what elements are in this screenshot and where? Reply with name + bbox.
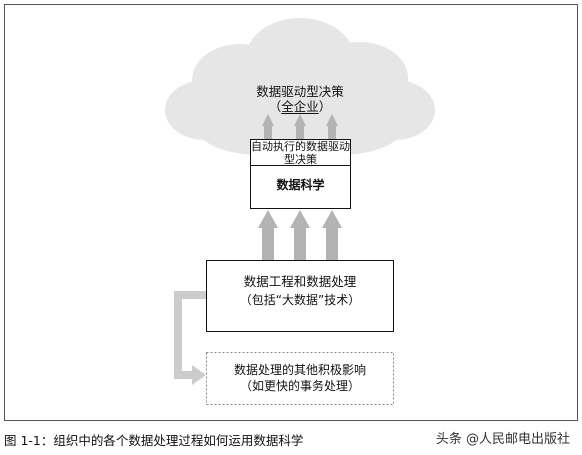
data-science-label: 数据科学 [276,178,325,192]
arrows-to-data-science [258,210,342,260]
figure-caption: 图 1-1：组织中的各个数据处理过程如何运用数据科学 [4,433,304,448]
impact-box [206,352,394,405]
impact-subtitle: （如更快的事务处理） [239,379,360,393]
impact-title: 数据处理的其他积极影响 [233,363,366,377]
automated-decisions-label: 自动执行的数据驱动型决策 [251,140,350,167]
cloud-title: 数据驱动型决策 [256,84,344,99]
cloud-subtitle-close: ） [318,99,332,114]
data-science-box [250,139,351,209]
side-arrow [174,291,206,385]
data-engineering-subtitle: （包括“大数据”技术） [239,293,361,307]
arrows-to-cloud [262,114,338,140]
data-engineering-title: 数据工程和数据处理 [243,274,357,289]
data-engineering-box [206,260,394,332]
cloud-subtitle-open: （ [268,99,282,114]
cloud-subtitle-text: 全企业 [281,99,319,114]
figure-frame [4,4,578,421]
cloud-subtitle: （全企业） [200,99,400,115]
watermark: 头条 @人民邮电出版社 [435,432,570,447]
